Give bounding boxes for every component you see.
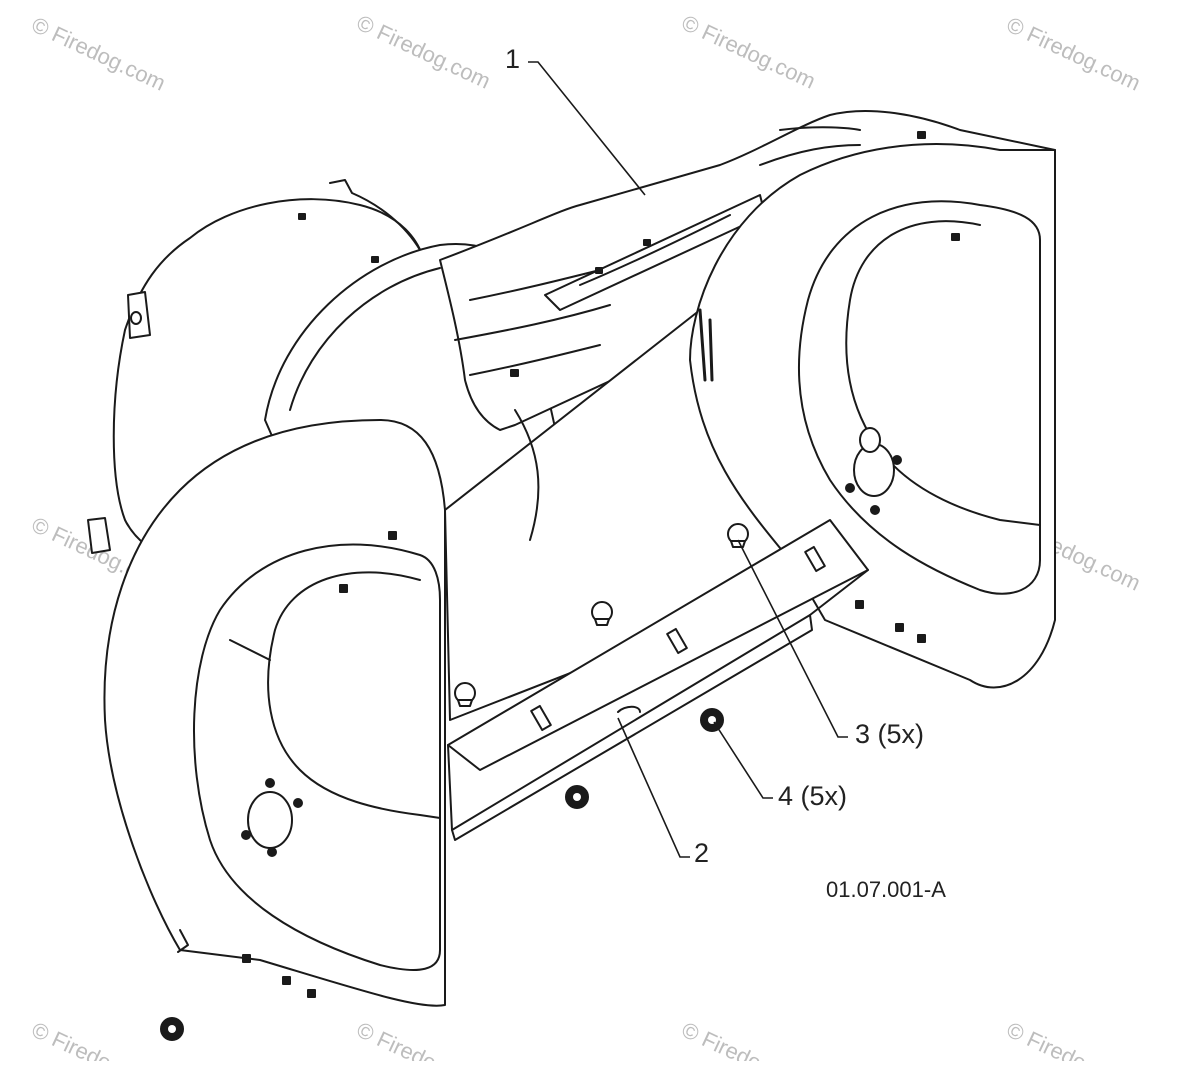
carriage-bolts — [454, 523, 749, 707]
callout-2: 2 — [694, 838, 709, 868]
hex-nuts — [160, 708, 724, 1041]
callout-3: 3 (5x) — [855, 719, 924, 749]
callout-4: 4 (5x) — [778, 781, 847, 811]
figure-id: 01.07.001-A — [826, 877, 946, 902]
leader-lines — [528, 61, 848, 858]
shave-plate — [447, 519, 869, 841]
left-side-plate — [103, 419, 446, 1007]
right-side-plate — [689, 143, 1056, 689]
callout-1: 1 — [505, 44, 520, 74]
